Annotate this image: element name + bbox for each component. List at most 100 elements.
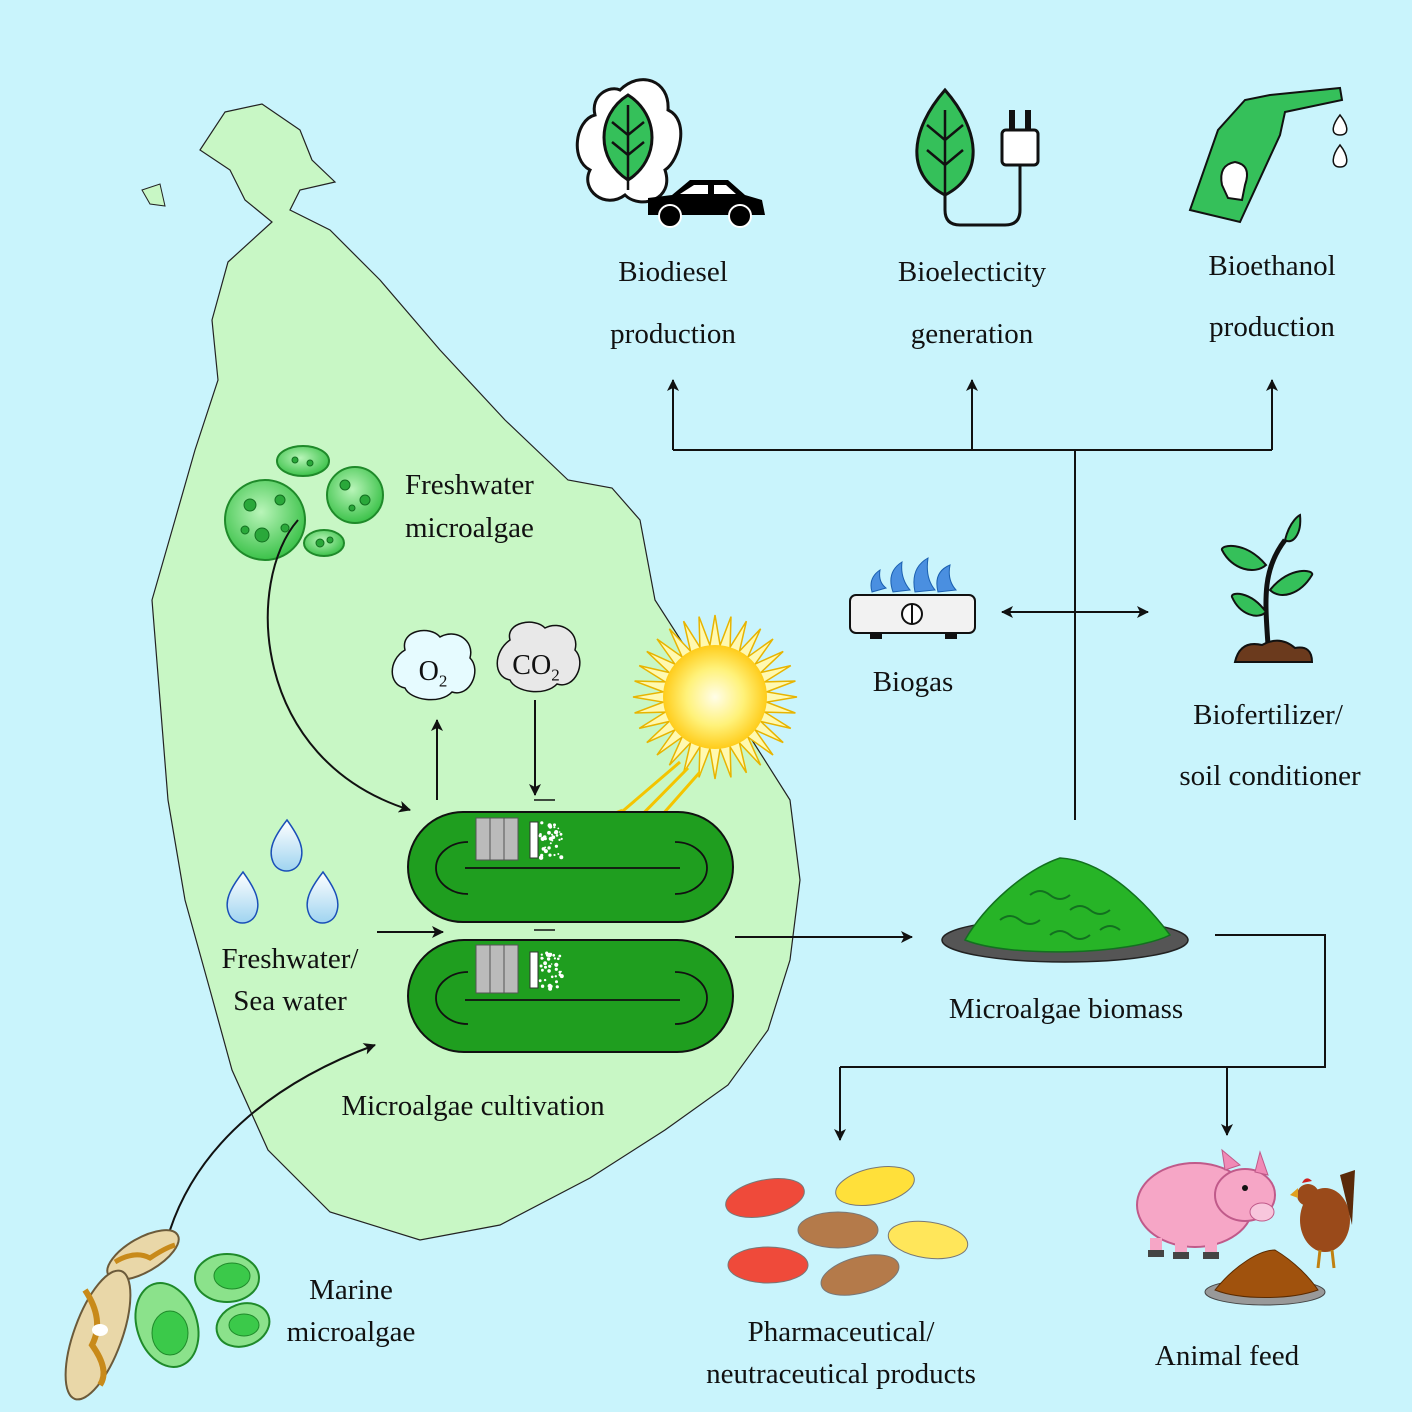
bubble (540, 821, 544, 825)
bubble (557, 827, 560, 830)
bubble (546, 957, 551, 961)
chicken-icon (1290, 1170, 1355, 1269)
bubble (550, 975, 554, 979)
raceway-pond-lower (407, 929, 734, 1053)
co2-label: CO2 (512, 650, 560, 685)
marine-microalgae-label-line1: Marine (309, 1274, 393, 1306)
leaf-plug-icon (915, 87, 1040, 227)
bubble (555, 985, 559, 989)
capsule-icons (725, 1166, 969, 1296)
arrow-marine-algae (169, 1043, 376, 1231)
biomass-pile-icon (941, 857, 1189, 963)
top-branch-arrows (667, 379, 1278, 820)
bubble (553, 823, 556, 827)
bubble (555, 980, 558, 984)
bubble (559, 832, 563, 836)
bioelectricity-label-line1: Bioelecticity (897, 256, 1047, 288)
bioethanol-label-line1: Bioethanol (1208, 250, 1336, 282)
bubble (557, 957, 560, 961)
feed-bowl-icon (1204, 1249, 1326, 1306)
pig-icon (1136, 1148, 1276, 1259)
bubble (550, 963, 553, 965)
gas-stove-icon (849, 557, 976, 639)
o2-cloud-icon (391, 629, 476, 701)
bubble (538, 834, 542, 838)
bioelectricity-label-line2: generation (910, 318, 1034, 350)
bubble (543, 961, 547, 966)
bubble (553, 853, 556, 857)
bubble (548, 853, 552, 857)
bubble (547, 846, 551, 850)
biodiesel-label-line1: Biodiesel (618, 256, 728, 288)
co2-cloud-icon (496, 621, 581, 693)
marine-microalgae-cells (64, 1229, 271, 1401)
biofertilizer-label-line2: soil conditioner (1179, 760, 1361, 792)
cultivation-label: Microalgae cultivation (341, 1090, 605, 1122)
water-label-line2: Sea water (233, 985, 347, 1017)
bubble (548, 824, 553, 829)
freshwater-microalgae-label-line1: Freshwater (405, 469, 534, 501)
biodiesel-label-line2: production (610, 318, 736, 350)
bubble (558, 831, 561, 833)
plant-icon (1221, 513, 1314, 663)
bubble (554, 844, 559, 848)
bubble (538, 979, 542, 983)
bubble (540, 984, 545, 988)
freshwater-microalgae-label-line2: microalgae (405, 512, 534, 544)
bubble (555, 834, 559, 837)
bubble (544, 966, 546, 968)
biomass-label: Microalgae biomass (948, 993, 1184, 1025)
raceway-pond-upper (407, 799, 734, 923)
bubble (560, 837, 563, 841)
bubble (551, 833, 553, 836)
bubble (559, 855, 564, 860)
animal-feed-label: Animal feed (1154, 1340, 1300, 1372)
bubble (548, 837, 552, 840)
bubble (548, 986, 553, 991)
bioethanol-label-line2: production (1209, 311, 1335, 343)
bubble (548, 964, 552, 968)
bubble (547, 830, 551, 835)
bubble (547, 952, 552, 958)
island-islet (141, 183, 166, 207)
arrow-freshwater-algae (266, 519, 411, 813)
water-label-line1: Freshwater/ (221, 943, 359, 975)
bubble (554, 975, 557, 978)
bubble (543, 849, 548, 854)
bubble (558, 954, 562, 958)
pharmaceutical-label-line2: neutraceutical products (706, 1358, 976, 1390)
bubble (554, 830, 559, 835)
bubble (541, 847, 546, 851)
biogas-label: Biogas (872, 666, 954, 698)
bubble (547, 984, 551, 988)
o2-label: O2 (418, 656, 448, 691)
bubble (558, 838, 561, 842)
bubble (542, 835, 547, 839)
bubble (540, 953, 543, 956)
bubble (558, 973, 562, 977)
bubble (547, 969, 551, 973)
bubble (549, 842, 552, 845)
bubble (553, 826, 556, 829)
bubble (560, 976, 563, 978)
fuel-nozzle-icon (1188, 86, 1348, 224)
car-icon (648, 180, 765, 228)
bubble (546, 952, 549, 954)
bubble (543, 978, 547, 982)
bubble (553, 957, 557, 960)
bubble (539, 964, 543, 968)
leaf-cloud-icon (575, 78, 683, 204)
bubble (557, 853, 560, 855)
bubble (540, 956, 544, 960)
biofertilizer-label-line1: Biofertilizer/ (1193, 699, 1343, 731)
bubble (540, 856, 543, 859)
pharmaceutical-label-line1: Pharmaceutical/ (747, 1316, 935, 1348)
bubble (560, 970, 562, 973)
bubble (541, 968, 544, 972)
bubble (552, 953, 556, 957)
bubble (554, 962, 559, 967)
aeration-bubbles (538, 821, 564, 991)
bottom-branch-arrows (834, 934, 1326, 1141)
